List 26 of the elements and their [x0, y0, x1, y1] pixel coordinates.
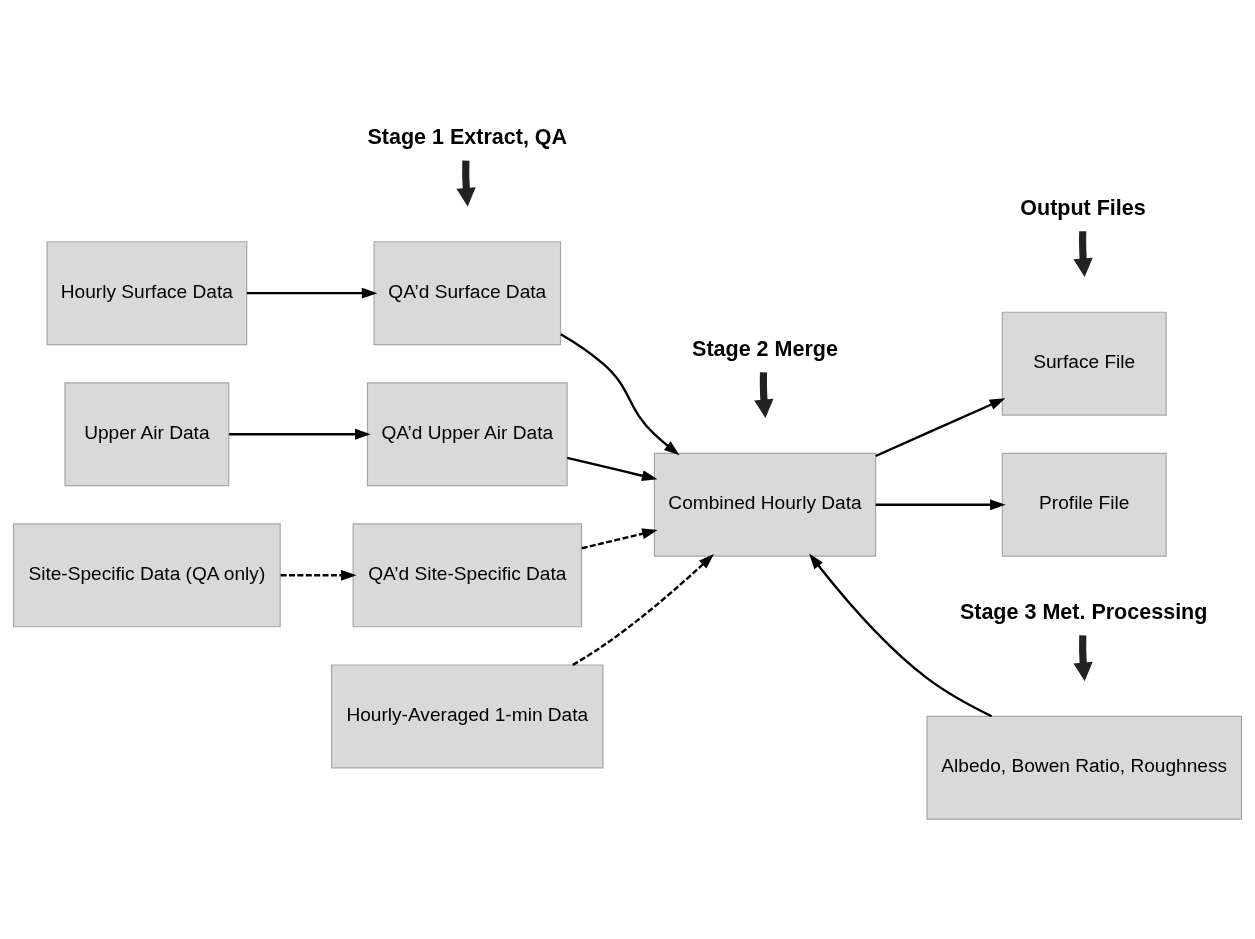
arrow	[560, 333, 680, 456]
node-box: QA’d Surface Data	[373, 241, 562, 346]
node-box: Combined Hourly Data	[653, 452, 877, 557]
arrow	[809, 553, 993, 718]
node-box: Surface File	[1001, 311, 1167, 416]
node-text: Stage 2 Merge	[692, 336, 838, 361]
node-box: Upper Air Data	[64, 382, 230, 487]
arrow	[566, 456, 658, 482]
node-box: Albedo, Bowen Ratio, Roughness	[926, 715, 1243, 820]
arrow	[246, 287, 378, 299]
arrow	[229, 428, 371, 440]
node-box: Hourly-Averaged 1-min Data	[331, 664, 604, 769]
node-text: Output Files	[1020, 195, 1146, 220]
node-text: Stage 3 Met. Processing	[959, 599, 1208, 624]
node-box: Profile File	[1001, 452, 1167, 557]
arrow	[572, 554, 714, 666]
arrow	[581, 528, 658, 550]
arrow	[875, 398, 1006, 458]
node-box: Hourly Surface Data	[46, 241, 248, 346]
arrow	[875, 499, 1006, 511]
node-box: Site-Specific Data (QA only)	[12, 523, 281, 628]
arrow	[456, 160, 476, 207]
node-box: QA’d Upper Air Data	[366, 382, 568, 487]
node-box: QA’d Site-Specific Data	[352, 523, 583, 628]
node-text: Stage 1 Extract, QA	[367, 125, 568, 150]
arrow	[280, 569, 357, 581]
